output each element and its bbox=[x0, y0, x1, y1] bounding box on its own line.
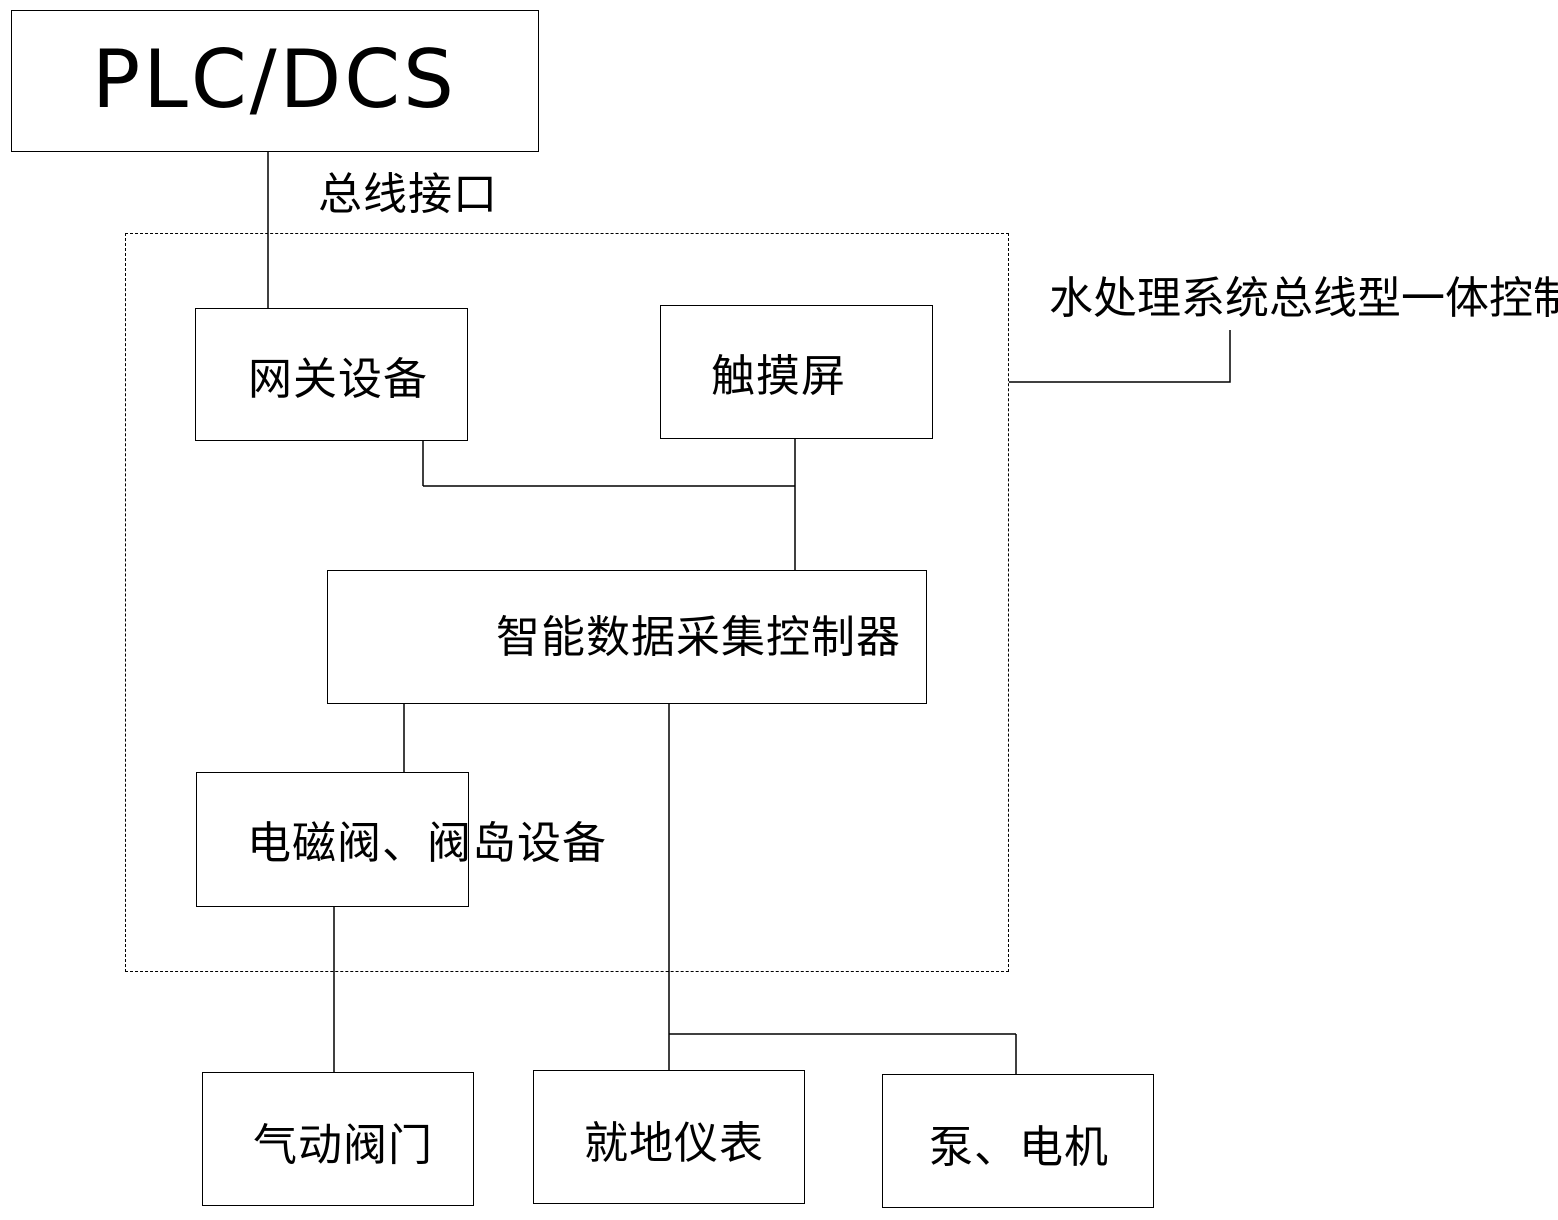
gateway-label: 网关设备 bbox=[248, 354, 428, 405]
controller-label: 智能数据采集控制器 bbox=[496, 612, 901, 663]
controller-box: 智能数据采集控制器 bbox=[327, 570, 927, 704]
local-instruments-box: 就地仪表 bbox=[533, 1070, 805, 1204]
label-leader-line bbox=[1009, 330, 1231, 383]
control-box-label: 水处理系统总线型一体控制箱 bbox=[1049, 273, 1558, 324]
plc-dcs-label: PLC/DCS bbox=[92, 33, 457, 126]
bus-interface-label: 总线接口 bbox=[318, 169, 498, 220]
pneumatic-valve-label: 气动阀门 bbox=[253, 1120, 433, 1171]
integrated-control-box bbox=[125, 233, 1009, 972]
pump-motor-box: 泵、电机 bbox=[882, 1074, 1154, 1208]
plc-dcs-box: PLC/DCS bbox=[11, 10, 539, 152]
touchscreen-label: 触摸屏 bbox=[711, 351, 846, 402]
touchscreen-box: 触摸屏 bbox=[660, 305, 933, 439]
pump-motor-label: 泵、电机 bbox=[929, 1122, 1109, 1173]
local-instruments-label: 就地仪表 bbox=[584, 1118, 764, 1169]
gateway-box: 网关设备 bbox=[195, 308, 468, 441]
valve-island-box: 电磁阀、阀岛设备 bbox=[196, 772, 606, 907]
valve-island-label: 电磁阀、阀岛设备 bbox=[247, 818, 607, 869]
pneumatic-valve-box: 气动阀门 bbox=[202, 1072, 474, 1206]
